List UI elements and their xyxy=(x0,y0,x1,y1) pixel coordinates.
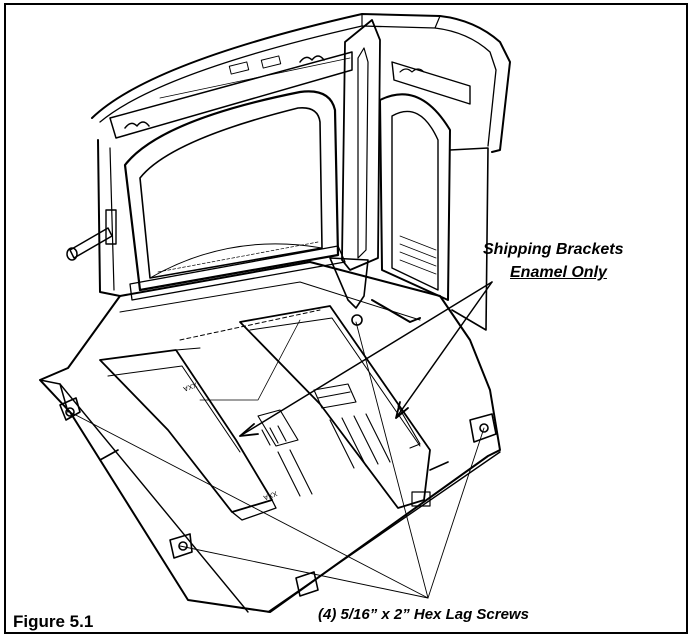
decorative-frieze xyxy=(109,51,471,139)
rear-leg-bracket xyxy=(329,257,421,326)
door-handle xyxy=(66,209,117,261)
screw-leader-lines xyxy=(69,321,485,599)
base-vent-slots xyxy=(257,383,421,497)
svg-text:XXA: XXA xyxy=(262,489,278,500)
left-shipping-bracket: XXA XXA xyxy=(99,347,278,521)
figure-caption: Figure 5.1 xyxy=(13,612,94,631)
stove-base-tray xyxy=(39,261,501,613)
lag-screws-callout: (4) 5/16” x 2” Hex Lag Screws xyxy=(318,606,529,623)
right-shipping-bracket xyxy=(239,305,431,509)
figure-frame xyxy=(4,3,688,634)
stove-front-door xyxy=(97,90,346,301)
shipping-brackets-callout: Shipping Brackets xyxy=(483,241,624,258)
stove-side-panel xyxy=(341,19,489,331)
svg-text:XXA: XXA xyxy=(182,381,198,392)
enamel-only-callout: Enamel Only xyxy=(510,264,607,281)
stove-top-cap xyxy=(91,13,511,153)
base-feet xyxy=(59,397,497,597)
